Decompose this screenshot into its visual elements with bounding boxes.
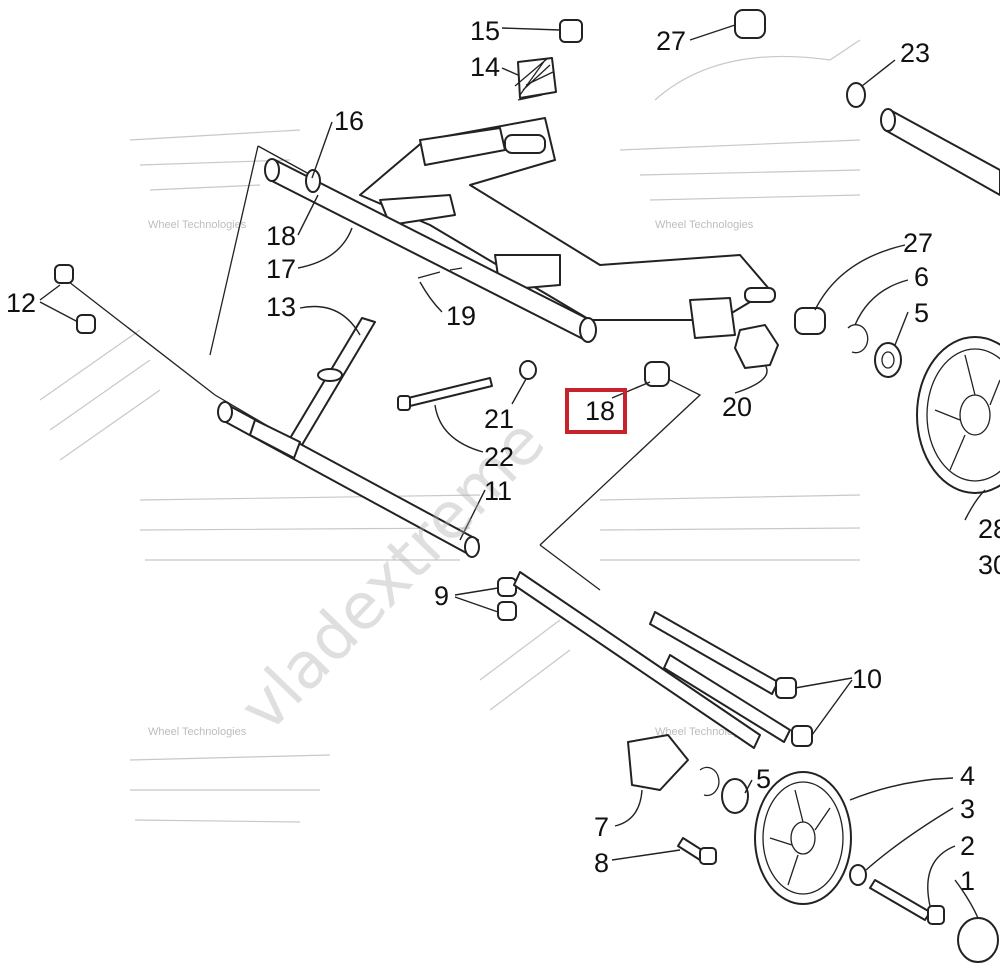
long-bolt xyxy=(397,377,493,411)
callout-8: 8 xyxy=(594,848,609,878)
lower-shaft xyxy=(217,401,480,558)
callout-4: 4 xyxy=(960,761,975,791)
callout-30: 30 xyxy=(978,550,1000,580)
upper-cross-shaft xyxy=(264,158,597,343)
callout-13: 13 xyxy=(266,292,296,322)
pivot-bushing xyxy=(794,307,826,335)
callout-20: 20 xyxy=(722,392,752,422)
bracket-7 xyxy=(627,734,689,791)
swing-arm xyxy=(359,117,776,339)
large-idler-wheel xyxy=(916,336,1000,494)
callout-6: 6 xyxy=(914,262,929,292)
callout-10: 10 xyxy=(852,664,882,694)
callout-7: 7 xyxy=(594,812,609,842)
block-20 xyxy=(734,324,779,369)
upper-axle xyxy=(880,108,1000,196)
callout-23: 23 xyxy=(900,38,930,68)
callout-2: 2 xyxy=(960,831,975,861)
spring xyxy=(514,57,557,101)
callout-3: 3 xyxy=(960,794,975,824)
top-bushing xyxy=(734,9,766,39)
callout-22: 22 xyxy=(484,442,514,472)
bearing xyxy=(874,342,902,378)
callout-11: 11 xyxy=(484,476,512,506)
callout-17: 17 xyxy=(266,254,296,284)
washer-23 xyxy=(846,82,866,108)
washer-3 xyxy=(849,864,867,886)
callout-16: 16 xyxy=(334,106,364,136)
bushing-18 xyxy=(644,361,670,387)
ghost-label: Wheel Technologies xyxy=(655,219,754,231)
callout-14: 14 xyxy=(470,52,500,82)
callout-5: 5 xyxy=(756,764,771,794)
grease-fitting xyxy=(417,267,463,279)
bolt-8 xyxy=(677,837,717,865)
end-cap xyxy=(957,917,999,963)
callout-18-highlighted: 18 xyxy=(585,396,615,426)
callout-12: 12 xyxy=(6,288,36,318)
callout-18: 18 xyxy=(266,221,296,251)
callout-21: 21 xyxy=(484,404,514,434)
bolt-2 xyxy=(869,879,945,925)
nut-12a xyxy=(54,264,74,284)
callout-labels: 15 14 27 23 16 18 17 12 13 19 27 6 5 21 … xyxy=(6,16,1000,896)
small-idler-wheel xyxy=(754,771,852,905)
ghost-artwork: Wheel Technologies Wheel Technologies Wh… xyxy=(39,39,861,823)
link-rod xyxy=(282,317,376,456)
callout-27: 27 xyxy=(656,26,686,56)
nut-9b xyxy=(497,601,517,621)
callout-15: 15 xyxy=(470,16,500,46)
nut-21 xyxy=(519,360,537,380)
nut-12b xyxy=(76,314,96,334)
lower-bearing xyxy=(721,778,749,814)
callout-1: 1 xyxy=(960,866,975,896)
highlight-box xyxy=(565,388,627,434)
nut-9a xyxy=(497,577,517,597)
callout-27: 27 xyxy=(903,228,933,258)
snap-ring-lower xyxy=(699,766,720,797)
bolt-10 xyxy=(649,611,813,747)
leader-lines xyxy=(39,24,986,919)
callout-28: 28 xyxy=(978,514,1000,544)
snap-ring xyxy=(847,324,869,354)
spring-cap xyxy=(559,19,583,43)
callout-9: 9 xyxy=(434,581,449,611)
ghost-label: Wheel Technologies xyxy=(148,219,247,231)
lower-axle xyxy=(513,571,761,749)
callout-5: 5 xyxy=(914,298,929,328)
ghost-label: Wheel Technologies xyxy=(148,726,247,738)
callout-19: 19 xyxy=(446,301,476,331)
